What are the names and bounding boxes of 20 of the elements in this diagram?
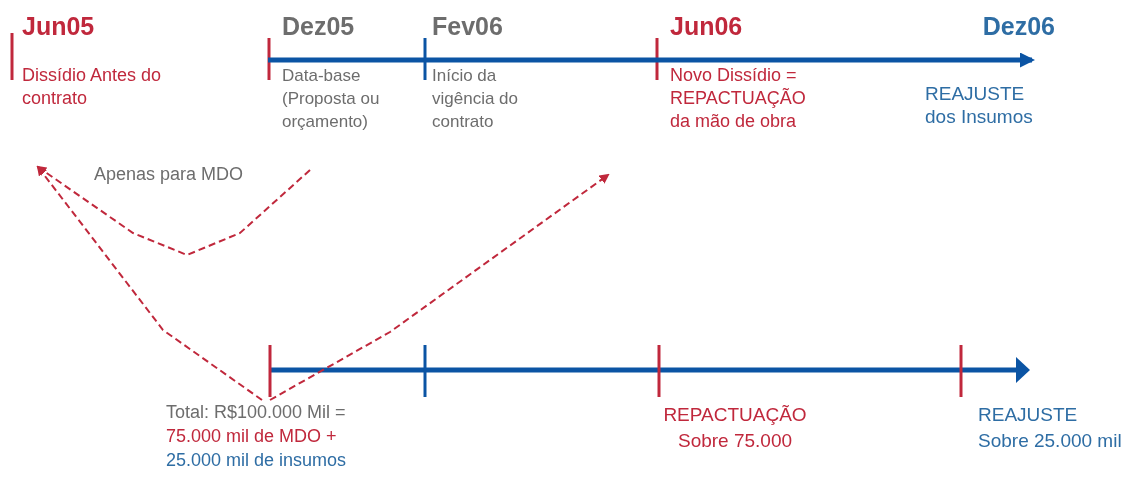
event-description: REAJUSTE dos Insumos (925, 82, 1034, 128)
event-description: Início da vigência do contrato (432, 65, 519, 133)
event-description: Novo Dissídio = REPACTUAÇÃO da mão de obra (670, 64, 807, 133)
event-description: Data-base (Proposta ou orçamento) (282, 65, 381, 133)
dashed-arrow (269, 173, 610, 401)
date-label: Jun05 (22, 12, 95, 40)
date-label: Fev06 (432, 12, 503, 40)
total-text: Total: R$100.000 Mil = (166, 401, 346, 424)
date-label: Dez05 (282, 12, 355, 40)
edge-label: Apenas para MDO (92, 164, 246, 185)
date-label: Dez06 (981, 12, 1055, 40)
date-label: Jun06 (670, 12, 743, 40)
timeline-arrow (268, 52, 1035, 68)
dashed-arrow (36, 165, 263, 401)
cost-share-text: 75.000 mil de MDO + (166, 425, 337, 448)
annotation-text: REPACTUAÇÃO Sobre 75.000 (660, 402, 810, 454)
annotation-text: REAJUSTE Sobre 25.000 mil (978, 402, 1128, 454)
cost-share-text: 25.000 mil de insumos (166, 449, 347, 472)
event-description: Dissídio Antes do contrato (22, 64, 162, 110)
dashed-arrow (36, 165, 311, 257)
